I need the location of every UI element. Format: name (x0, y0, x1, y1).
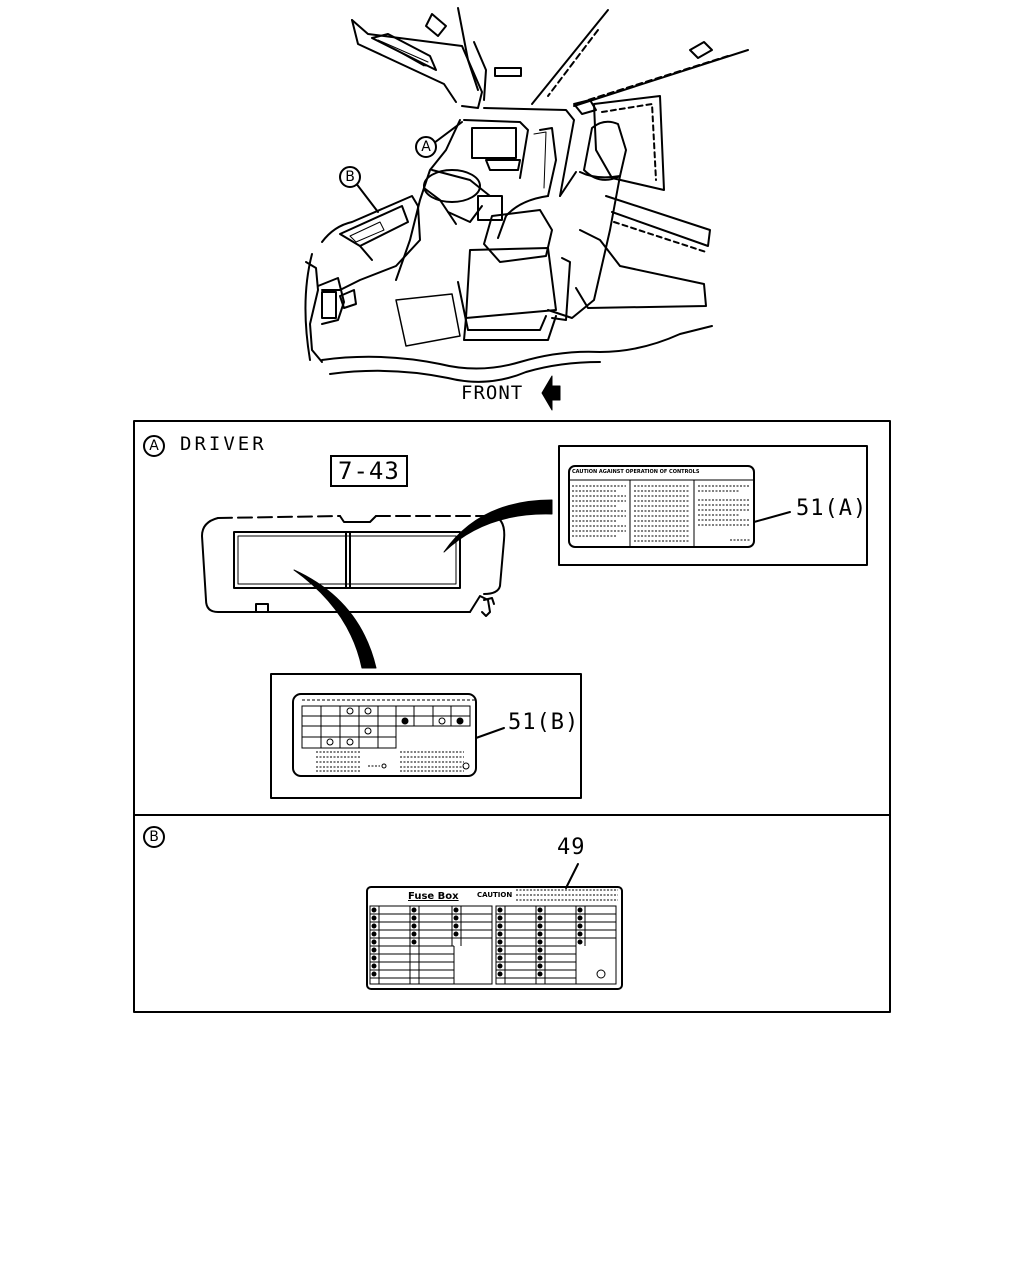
front-label: FRONT (461, 382, 524, 404)
decal-51a-text-block (572, 485, 750, 542)
sun-visor (201, 515, 506, 617)
cab-interior-illustration (304, 7, 749, 383)
decal-51b-frame (270, 673, 582, 799)
front-arrow (541, 375, 561, 411)
panel-a-marker: A (143, 435, 165, 457)
panel-b-frame (133, 814, 891, 1013)
panel-a-frame (133, 420, 891, 816)
fuse-box-caution: CAUTION (477, 891, 513, 899)
visor-to-51b-arrow (293, 569, 377, 669)
ref-box-7-43: 7-43 (330, 455, 408, 487)
visor-to-51a-arrow (443, 499, 553, 553)
label-51b: 51(B) (508, 710, 580, 735)
fuse-box-label (366, 886, 623, 990)
decal-51b-icon-grid (301, 699, 476, 772)
callout-a-marker: A (415, 136, 437, 158)
part-number-49: 49 (557, 835, 586, 860)
fuse-box-grid (369, 889, 618, 985)
decal-51a-frame (558, 445, 868, 566)
panel-b-marker: B (143, 826, 165, 848)
panel-a-title: DRIVER (180, 433, 267, 455)
label-51a: 51(A) (796, 496, 868, 521)
callout-b-marker: B (339, 166, 361, 188)
fuse-box-title: Fuse Box (408, 891, 459, 902)
fuse-box-dots (371, 907, 583, 977)
decal-51a-heading: CAUTION AGAINST OPERATION OF CONTROLS (572, 469, 700, 475)
